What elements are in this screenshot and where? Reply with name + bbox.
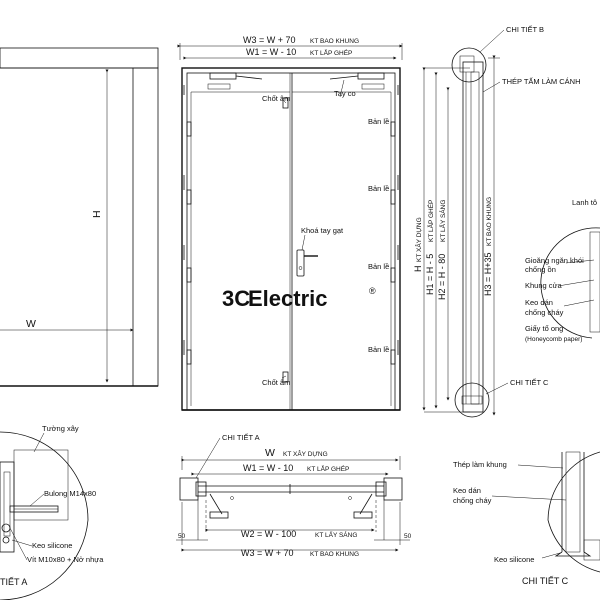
detail-c-title: CHI TIẾT C [522,576,569,586]
hinge-icon [186,121,396,365]
thep-lam-khung-label: Thép làm khung [453,460,507,469]
thep-tam-label: THÉP TẤM LÀM CÁNH [502,76,581,86]
sec-h3-label: H3 = H+35 [483,252,493,296]
frame-marks [183,85,399,355]
logo-part1: 3C [222,286,250,311]
logo-part2: Electric [248,286,328,311]
ban-le-label-4: Bản lề [368,345,389,354]
plan-w3-label: W3 = W + 70 [241,548,294,558]
sec-h1-label: H1 = H - 5 [425,254,435,295]
door-closer-plan-icon [209,493,373,519]
elev-w1-label: W1 = W - 10 [246,47,296,57]
plan-chi-tiet-a-label: CHI TIẾT A [222,432,260,442]
keo-dan-label-2: chống cháy [525,308,564,317]
door-closer-icon [207,72,385,90]
giay-to-ong-label-2: (Honeycomb paper) [525,336,582,343]
sec-h2-note: KT LẤY SÁNG [437,200,447,242]
door-elevation: W3 = W + 70 KT BAO KHUNG W1 = W - 10 KT … [177,35,403,411]
wall-h-label: H [91,210,103,218]
khoa-tay-gat-label: Khoá tay gạt [301,226,344,235]
plan-dim-50-left: 50 [178,533,186,540]
detail-b-callout: Lanh tô Gioăng ngăn khói chống ồn Khung … [525,198,600,343]
khung-cua-label: Khung cửa [525,281,563,290]
giay-to-ong-label-1: Giấy tổ ong [525,324,563,333]
tuong-xay-label: Tường xây [42,424,79,433]
plan-dim-50-right: 50 [404,533,412,540]
keo-dan-label-1: Keo dán [525,298,553,307]
plan-w2-note: KT LẤY SÁNG [315,529,357,539]
chi-tiet-b-label: CHI TIẾT B [506,24,544,34]
3c-electric-logo-icon: 3C Electric ® [222,286,376,311]
logo-reg: ® [369,286,376,296]
sec-h1-note: KT LẮP GHÉP [426,200,435,242]
chot-am-bottom-label: Chốt âm [262,378,290,387]
lanh-to-label: Lanh tô [572,198,597,207]
sec-h-note: KT XÂY DỰNG [414,217,423,262]
detail-c: Thép làm khung Keo dán chống cháy Keo si… [453,451,600,586]
ban-le-label-2: Bản lề [368,184,389,193]
plan-w2-label: W2 = W - 100 [241,529,296,539]
sec-h2-label: H2 = H - 80 [437,254,447,300]
sec-h-label: H [413,266,423,273]
plan-w1-label: W1 = W - 10 [243,463,293,473]
keo-silicone-c-label: Keo silicone [494,555,534,564]
ban-le-label-1: Bản lề [368,117,389,126]
elev-w3-note: KT BAO KHUNG [310,38,359,45]
keo-dan-c-label-2: chống cháy [453,496,492,505]
elev-w3-label: W3 = W + 70 [243,35,296,45]
vertical-section: H KT XÂY DỰNG H1 = H - 5 KT LẮP GHÉP H2 … [413,24,581,418]
flush-bolt-bottom-icon [282,371,289,383]
plan-w3-note: KT BAO KHUNG [310,551,359,558]
plan-w1-note: KT LẮP GHÉP [307,464,349,473]
sec-h3-note: KT BAO KHUNG [486,197,493,246]
plan-w-label: W [265,447,275,459]
flush-bolt-top-icon [282,97,289,109]
chi-tiet-c-label: CHI TIẾT C [510,377,549,387]
gioang-label-2: chống ồn [525,265,556,274]
detail-a: Tường xây Bulong M14x80 Keo silicone Vít… [0,424,104,600]
tay-co-label: Tay co [334,89,356,98]
gioang-label-1: Gioăng ngăn khói [525,256,584,265]
vit-label: Vít M10x80 + Nở nhựa [27,555,104,564]
elev-w1-note: KT LẮP GHÉP [310,48,352,57]
wall-w-label: W [26,318,36,330]
keo-silicone-a-label: Keo silicone [32,541,72,550]
chot-am-top-label: Chốt âm [262,94,290,103]
ban-le-label-3: Bản lề [368,262,389,271]
lever-handle-icon [296,249,318,277]
plan-w-note: KT XÂY DỰNG [283,449,328,458]
bulong-label: Bulong M14x80 [44,489,96,498]
keo-dan-c-label-1: Keo dán [453,486,481,495]
plan-view: CHI TIẾT A W KT XÂY DỰNG W1 = W - 10 KT … [176,432,412,558]
detail-a-title: TIẾT A [0,577,27,587]
wall-opening-view: H W [0,47,159,387]
